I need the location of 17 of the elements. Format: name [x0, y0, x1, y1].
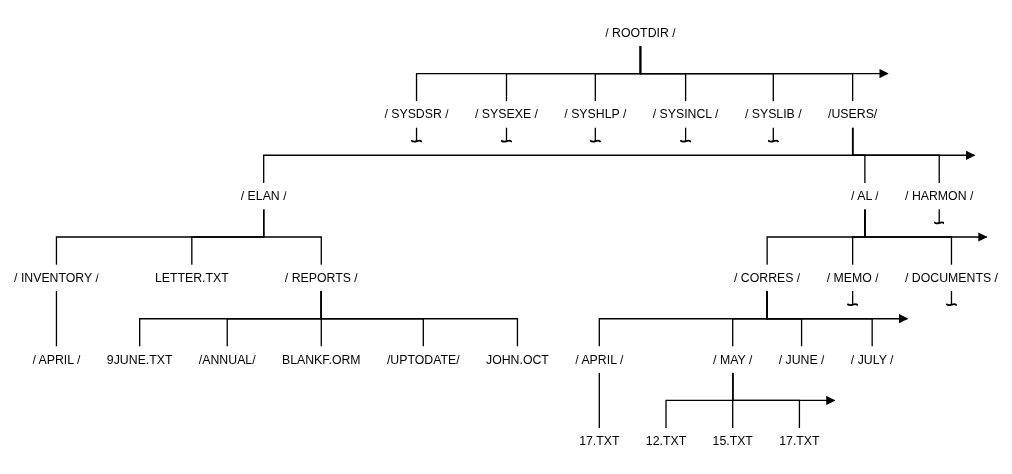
continuation-line [933, 208, 946, 225]
continuation-line [679, 126, 692, 143]
continuation-line [767, 126, 780, 143]
connector-line [320, 289, 519, 348]
continuation-arrow [639, 44, 889, 79]
connector-line [598, 371, 600, 430]
continuation-arrow [852, 126, 976, 160]
connector-line [55, 289, 58, 348]
continuation-line [846, 289, 859, 307]
connector-line [263, 208, 322, 266]
continuation-arrow [766, 289, 909, 324]
continuation-line [589, 126, 602, 143]
continuation-arrow [864, 208, 988, 242]
continuation-line [945, 289, 958, 307]
continuation-line [410, 126, 423, 143]
continuation-arrow [732, 371, 836, 406]
continuation-line [500, 126, 513, 143]
